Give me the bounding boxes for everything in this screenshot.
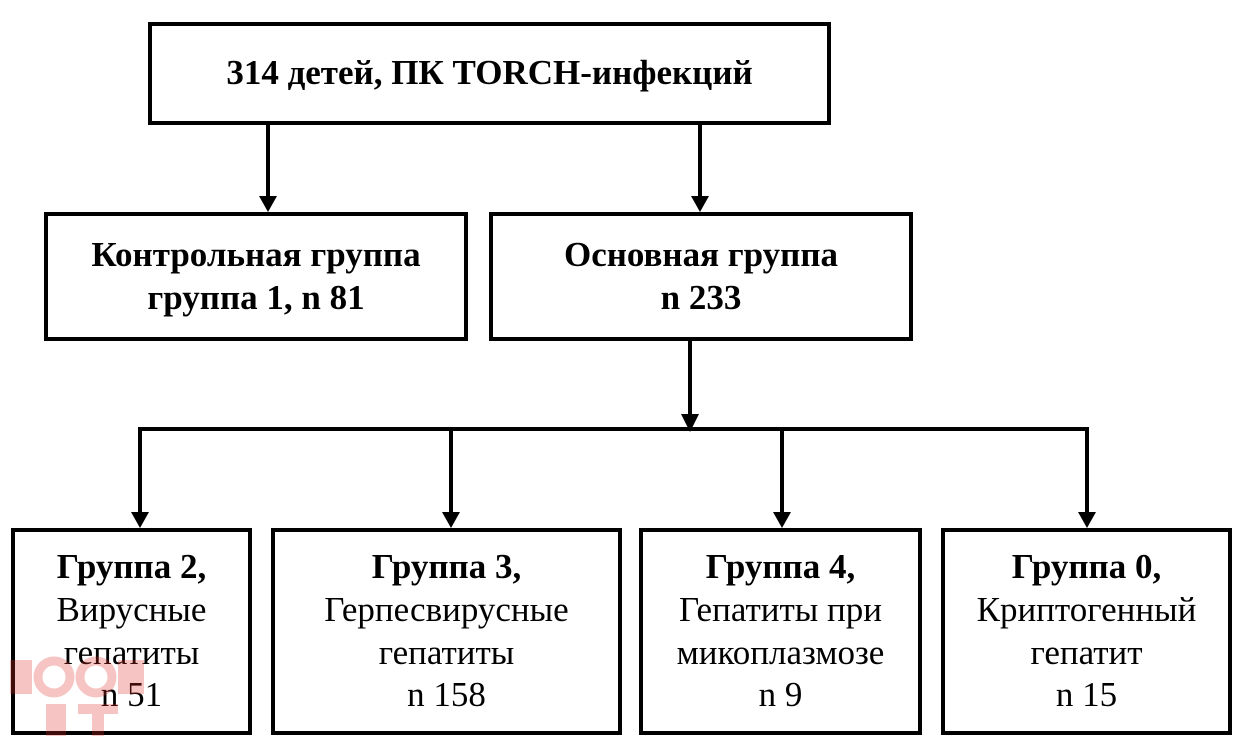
root-node: 314 детей, ПК TORCH-инфекций xyxy=(148,22,831,125)
subgroup-node-4: Группа 4, Гепатиты при микоплазмозе n 9 xyxy=(639,528,922,735)
subgroup-description: гепатиты xyxy=(378,632,515,672)
subgroup-node-3: Группа 3, Герпесвирусные гепатиты n 158 xyxy=(271,528,622,735)
subgroup-description: Вирусные xyxy=(56,589,207,629)
arrowhead-main xyxy=(691,196,709,212)
subgroup-count: n 9 xyxy=(758,675,803,715)
control-group-node: Контрольная группа группа 1, n 81 xyxy=(44,212,468,341)
subgroup-description: гепатит xyxy=(1030,632,1143,672)
arrowhead-g4 xyxy=(773,512,791,528)
subgroup-title: Группа 2, xyxy=(56,547,207,587)
subgroup-title: Группа 0, xyxy=(1011,547,1162,587)
main-group-node: Основная группа n 233 xyxy=(489,212,913,341)
arrowhead-control xyxy=(259,196,277,212)
root-label: 314 детей, ПК TORCH-инфекций xyxy=(226,53,753,93)
subgroup-description: микоплазмозе xyxy=(676,632,885,672)
control-group-title: Контрольная группа xyxy=(91,234,421,274)
subgroup-title: Группа 4, xyxy=(705,547,856,587)
main-group-title: Основная группа xyxy=(563,234,839,274)
subgroup-description: Герпесвирусные xyxy=(324,589,569,629)
control-group-count: группа 1, n 81 xyxy=(147,277,365,317)
arrowhead-g2 xyxy=(131,512,149,528)
subgroup-description: Гепатиты при xyxy=(678,589,882,629)
arrowhead-bus xyxy=(681,414,699,432)
subgroup-count: n 51 xyxy=(100,675,163,715)
subgroup-description: гепатиты xyxy=(63,632,200,672)
subgroup-title: Группа 3, xyxy=(371,547,522,587)
main-group-count: n 233 xyxy=(660,277,742,317)
subgroup-count: n 158 xyxy=(407,675,486,715)
subgroup-count: n 15 xyxy=(1055,675,1118,715)
subgroup-description: Криптогенный xyxy=(976,589,1197,629)
subgroup-node-2: Группа 2, Вирусные гепатиты n 51 xyxy=(11,528,252,735)
subgroup-node-0: Группа 0, Криптогенный гепатит n 15 xyxy=(941,528,1232,735)
arrowhead-g3 xyxy=(442,512,460,528)
arrowhead-g0 xyxy=(1078,512,1096,528)
